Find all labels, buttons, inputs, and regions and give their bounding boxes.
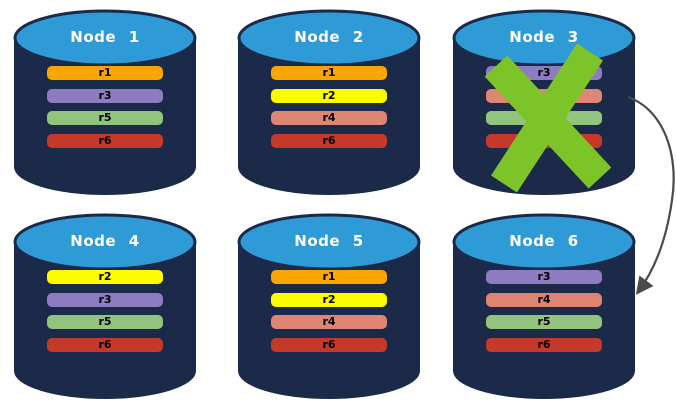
replica-label: r5	[537, 315, 551, 328]
replica-bar: r5	[47, 315, 163, 329]
replica-label: r5	[98, 315, 112, 328]
replica-bar: r3	[47, 292, 163, 307]
replica-label: r3	[537, 270, 551, 283]
replica-label: r1	[322, 270, 336, 283]
replica-list: r1 r3 r5 r6	[47, 66, 163, 156]
replica-list: r1 r2 r4 r6	[271, 66, 387, 156]
replica-label: r3	[98, 292, 112, 306]
replica-list: r2 r3 r5 r6	[47, 270, 163, 360]
replica-bar: r2	[271, 292, 387, 307]
replica-label: r6	[322, 337, 336, 351]
replica-label: r6	[98, 337, 112, 351]
replica-label: r5	[98, 111, 112, 124]
node-4: Node 4 r2 r3 r5 r6	[13, 213, 197, 401]
replica-list: r1 r2 r4 r6	[271, 270, 387, 360]
replica-list: r3 r4 r5 r6	[486, 270, 602, 360]
replica-bar: r3	[486, 66, 602, 80]
replica-label: r4	[537, 292, 551, 306]
replica-bar: r4	[271, 111, 387, 125]
replica-bar: r2	[47, 270, 163, 284]
replica-label: r2	[322, 292, 336, 306]
replica-label: r3	[537, 66, 551, 79]
replica-bar: r3	[486, 270, 602, 284]
replica-bar: r6	[47, 133, 163, 148]
replica-label: r1	[322, 66, 336, 79]
replica-label: r6	[537, 337, 551, 351]
replica-bar	[486, 88, 602, 103]
node-3: Node 3 r3	[452, 9, 636, 197]
replica-label: r6	[322, 133, 336, 147]
replica-bar: r1	[47, 66, 163, 80]
replica-bar: r1	[271, 270, 387, 284]
replica-bar: r6	[271, 337, 387, 352]
replica-bar	[486, 111, 602, 125]
replica-bar: r3	[47, 88, 163, 103]
replica-bar: r1	[271, 66, 387, 80]
replica-bar: r6	[271, 133, 387, 148]
node-6: Node 6 r3 r4 r5 r6	[452, 213, 636, 401]
node-title: Node 1	[70, 28, 140, 46]
replica-bar: r5	[486, 315, 602, 329]
node-1: Node 1 r1 r3 r5 r6	[13, 9, 197, 197]
node-title: Node 5	[294, 232, 364, 250]
replica-bar: r5	[47, 111, 163, 125]
replica-bar: r4	[486, 292, 602, 307]
replica-bar: r4	[271, 315, 387, 329]
replica-bar: r6	[47, 337, 163, 352]
replica-label: r6	[98, 133, 112, 147]
node-title: Node 4	[70, 232, 140, 250]
node-5: Node 5 r1 r2 r4 r6	[237, 213, 421, 401]
node-title: Node 6	[509, 232, 579, 250]
replica-label: r4	[322, 111, 336, 124]
replica-list: r3	[486, 66, 602, 156]
replica-label: r2	[322, 88, 336, 102]
replica-label: r2	[98, 270, 112, 283]
node-title: Node 2	[294, 28, 364, 46]
replica-label: r1	[98, 66, 112, 79]
replica-label: r3	[98, 88, 112, 102]
replica-bar	[486, 133, 602, 148]
node-title: Node 3	[509, 28, 579, 46]
replica-label: r4	[322, 315, 336, 328]
replica-bar: r6	[486, 337, 602, 352]
node-2: Node 2 r1 r2 r4 r6	[237, 9, 421, 197]
replica-bar: r2	[271, 88, 387, 103]
